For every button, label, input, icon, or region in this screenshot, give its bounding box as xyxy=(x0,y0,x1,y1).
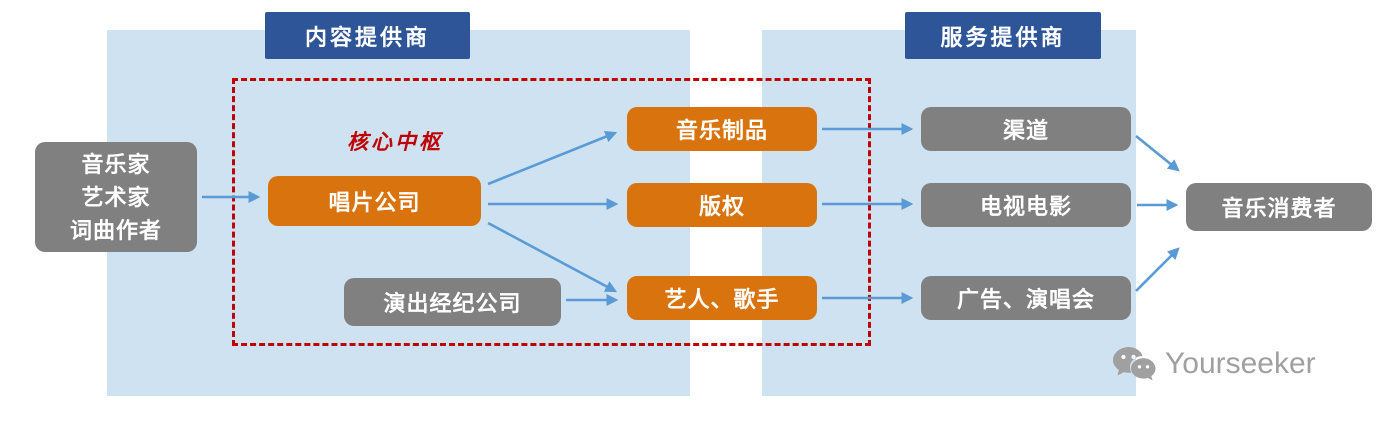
arrow-ads-consumers xyxy=(1135,247,1180,292)
node-performance-agency: 演出经纪公司 xyxy=(344,278,561,326)
arrow-channels-consumers xyxy=(1135,134,1180,172)
node-music-consumers: 音乐消费者 xyxy=(1186,183,1372,231)
creators-line-2: 艺术家 xyxy=(81,184,151,210)
creators-line-3: 词曲作者 xyxy=(69,217,162,243)
node-ads-concerts: 广告、演唱会 xyxy=(921,276,1131,320)
watermark: Yourseeker xyxy=(1112,345,1316,383)
node-tv-film: 电视电影 xyxy=(921,183,1131,227)
node-artists-singers: 艺人、歌手 xyxy=(627,276,817,320)
node-creators: 音乐家 艺术家 词曲作者 xyxy=(35,142,197,252)
node-music-products: 音乐制品 xyxy=(627,107,817,151)
wechat-icon xyxy=(1112,345,1156,383)
watermark-brand: Yourseeker xyxy=(1165,347,1316,380)
core-hub-label: 核心中枢 xyxy=(347,131,443,154)
node-record-company: 唱片公司 xyxy=(268,176,481,226)
node-channels: 渠道 xyxy=(921,107,1131,151)
core-hub-dashed-border xyxy=(232,78,871,346)
creators-line-1: 音乐家 xyxy=(81,151,151,177)
content-provider-header: 内容提供商 xyxy=(265,12,470,59)
node-copyright: 版权 xyxy=(627,183,817,227)
service-provider-header: 服务提供商 xyxy=(905,12,1101,59)
